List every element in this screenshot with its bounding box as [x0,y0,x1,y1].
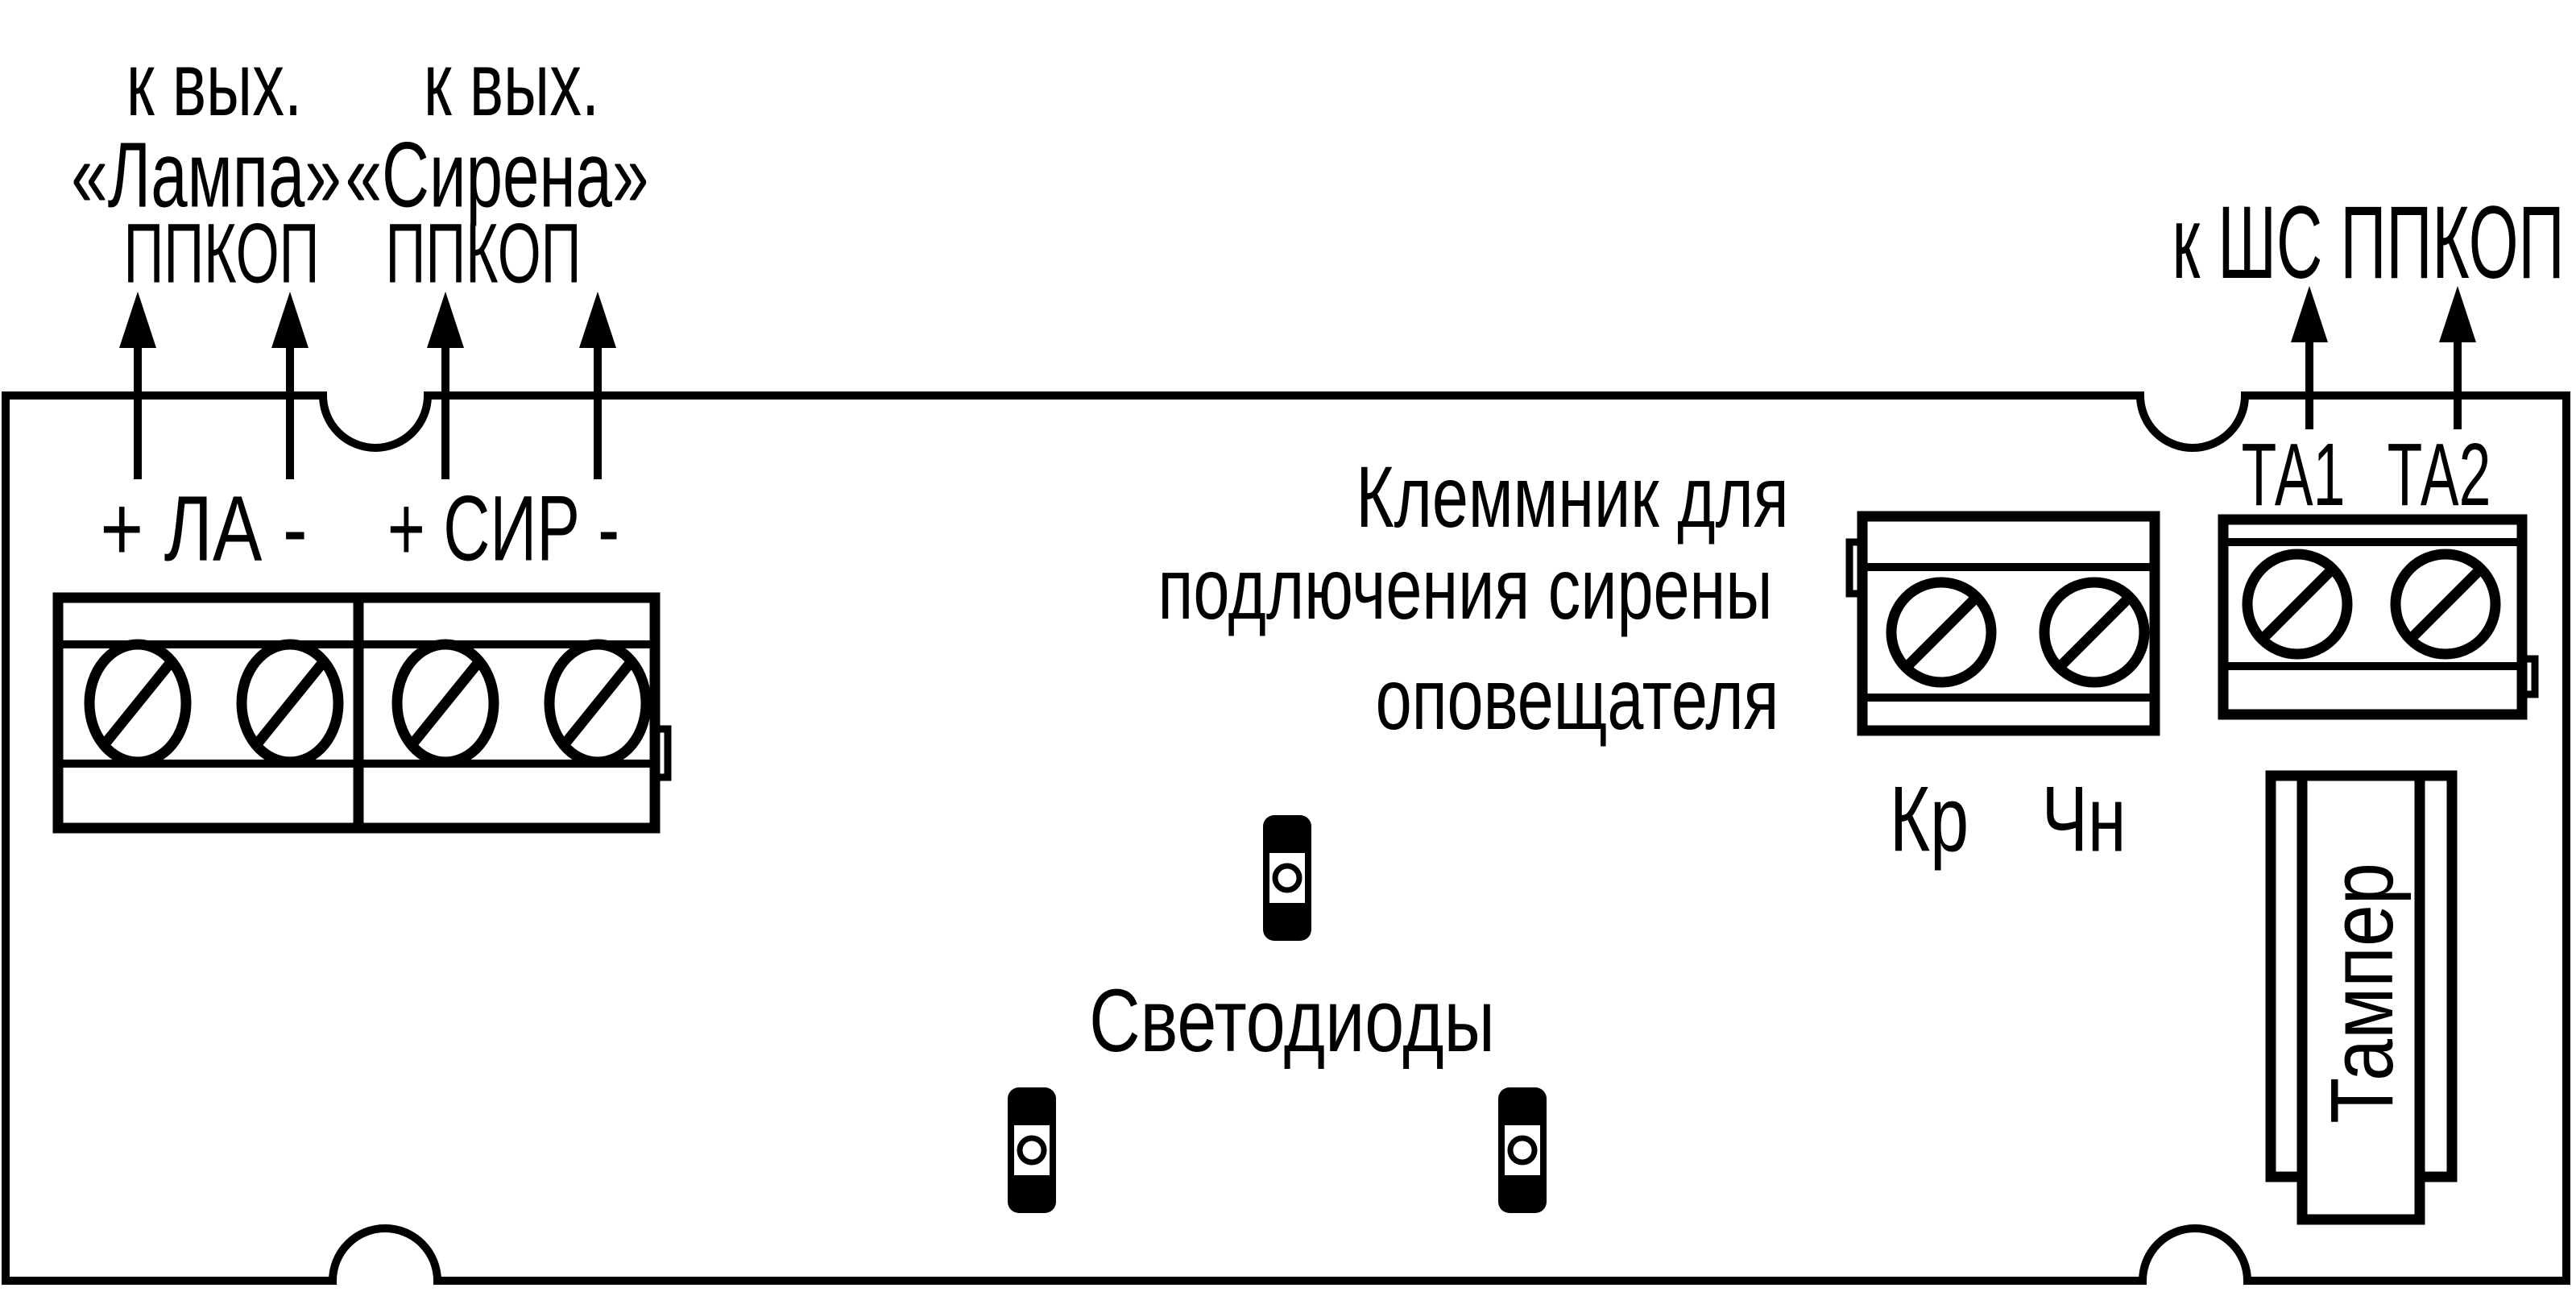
siren-connector-note-line2: подлючения сирены [1158,540,1773,637]
screw-icon [236,639,344,768]
screw-icon [391,639,499,768]
ta2-terminal-label: ТА2 [2387,425,2491,524]
screw-icon [2242,549,2353,660]
screw-icon [1886,577,1997,688]
screw-icon [2390,549,2501,660]
siren-connector-note-line3: оповещателя [1375,650,1779,747]
arrow-up-icon [2439,286,2476,342]
screw-icon [84,639,192,768]
ta-terminal-block [2218,514,2539,720]
tamper-slider [2296,770,2425,1225]
lamp-siren-terminal-block [52,592,672,834]
arrow-up-icon [119,292,156,348]
shs-arrows [2291,286,2476,429]
siren-connector-terminal-block [1845,511,2160,736]
lamp-output-header-line3: ППКОП [123,206,320,301]
screw-icon [2039,577,2150,688]
ta1-terminal-label: ТА1 [2241,425,2346,524]
siren-output-header-line2: «Сирена» [345,123,649,227]
black-wire-label: Чн [2041,768,2127,872]
arrow-up-icon [579,292,616,348]
shs-header-label: к ШС ППКОП [2172,185,2565,300]
siren-connector-note-line1: Клеммник для [1356,448,1789,545]
leds-label: Светодиоды [1089,971,1495,1070]
led-icon [1498,1087,1547,1213]
lamp-siren-output-arrows [119,292,616,479]
arrow-up-icon [2291,286,2328,342]
screw-icon [544,639,652,768]
tamper-label: Тампер [2313,863,2412,1124]
arrow-up-icon [271,292,309,348]
siren-output-header-line3: ППКОП [385,206,582,301]
sir-terminal-label: + СИР - [387,477,620,581]
tamper-switch [2265,770,2458,1225]
lamp-output-header-line2: «Лампа» [71,123,342,227]
siren-output-header-line1: к вых. [423,34,600,135]
lamp-output-header-line1: к вых. [126,34,303,135]
la-terminal-label: + ЛА - [100,477,308,581]
arrow-up-icon [427,292,464,348]
led-icon [1263,815,1311,941]
led-icon [1008,1087,1056,1213]
red-wire-label: Кр [1889,768,1969,872]
